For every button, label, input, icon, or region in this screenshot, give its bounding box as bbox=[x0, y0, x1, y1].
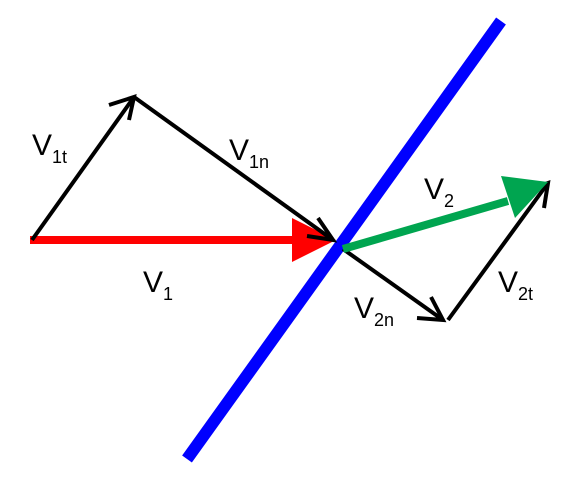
v2-arrow bbox=[341, 176, 548, 253]
label-v2t: V2t bbox=[498, 266, 533, 304]
v1-arrow-head bbox=[292, 218, 336, 262]
v2n-arrow-head bbox=[416, 296, 447, 323]
v1n-arrow bbox=[132, 95, 338, 243]
v1t-arrow bbox=[30, 94, 137, 242]
v2n-arrow-shaft bbox=[341, 247, 445, 322]
label-v2n: V2n bbox=[354, 292, 394, 330]
v2t-arrow-shaft bbox=[446, 181, 550, 322]
v2-arrow-shaft bbox=[341, 197, 510, 253]
label-v1n: V1n bbox=[229, 134, 269, 172]
label-v2: V2 bbox=[424, 173, 454, 211]
v1n-arrow-head bbox=[306, 216, 338, 243]
label-v1t: V1t bbox=[32, 129, 67, 167]
v2-arrow-head bbox=[501, 176, 548, 218]
v1-arrow bbox=[30, 218, 336, 262]
label-v1: V1 bbox=[143, 266, 173, 304]
interface-line bbox=[182, 17, 506, 463]
v2n-arrow bbox=[341, 247, 447, 323]
v1n-arrow-shaft bbox=[132, 95, 335, 242]
v1t-arrow-shaft bbox=[30, 95, 136, 242]
